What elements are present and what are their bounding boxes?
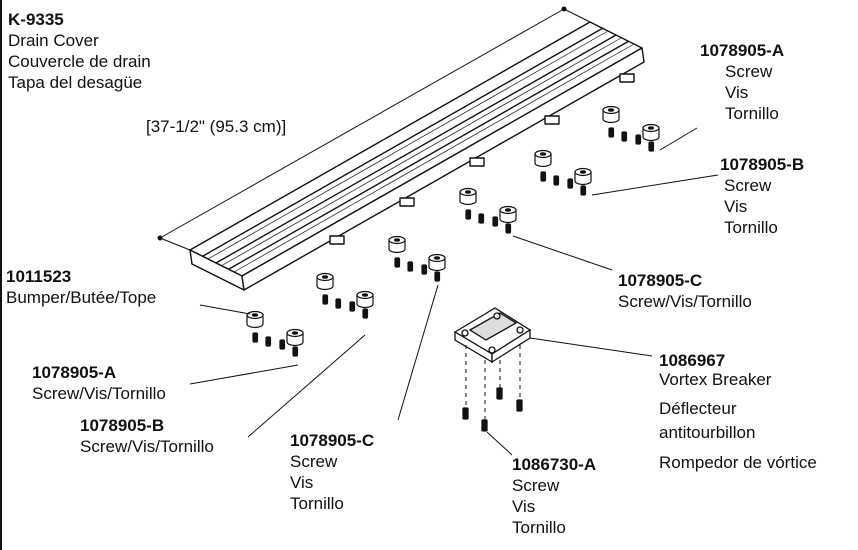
screw-vortex-callout: 1086730-A Screw Vis Tornillo: [512, 454, 596, 538]
screw-c-bottom-part: 1078905-C: [290, 431, 375, 450]
screw-vortex-es: Tornillo: [512, 518, 566, 537]
screw-vortex-en: Screw: [512, 476, 560, 495]
screw-icon: [580, 185, 587, 196]
drain-cover: [189, 21, 645, 291]
screw-icon: [553, 175, 560, 186]
screw-icon: [349, 301, 356, 312]
vortex-breaker-en: Vortex Breaker: [659, 370, 772, 389]
screw-vortex-fr: Vis: [512, 497, 536, 516]
bumper-icon: [246, 310, 264, 329]
screw-icon: [265, 336, 272, 347]
screw-icon: [394, 257, 401, 268]
left-border: [0, 0, 2, 550]
leader-lines: [189, 127, 719, 456]
screw-icon: [465, 209, 472, 220]
screw-icon: [252, 332, 259, 343]
screw-icon: [608, 127, 615, 138]
screw-b-top-fr: Vis: [724, 197, 748, 216]
screw-b-top-es: Tornillo: [724, 218, 778, 237]
bumper-part: 1011523: [6, 267, 72, 286]
screw-a-left-desc: Screw/Vis/Tornillo: [32, 384, 166, 403]
bumper-desc: Bumper/Butée/Tope: [6, 288, 157, 307]
bumper-icon: [602, 105, 620, 124]
hardware-group: [246, 105, 660, 357]
screw-icon: [322, 294, 329, 305]
drain-cover-callout: K-9335 Drain Cover Couvercle de drain Ta…: [8, 9, 151, 93]
screw-c-right-callout: 1078905-C Screw/Vis/Tornillo: [618, 270, 752, 312]
bumper-icon: [574, 167, 592, 186]
screw-icon: [292, 346, 299, 357]
bumper-icon: [428, 253, 446, 272]
dimension-line: [157, 6, 591, 251]
screw-a-left-part: 1078905-A: [32, 363, 117, 382]
drain-cover-part-number: K-9335: [8, 10, 64, 29]
vortex-breaker-fr-2: antitourbillon: [659, 423, 756, 442]
screw-icon: [421, 264, 428, 275]
screw-icon: [407, 261, 414, 272]
screw-c-bottom-fr: Vis: [290, 473, 314, 492]
bumper-callout: 1011523 Bumper/Butée/Tope: [6, 266, 156, 308]
screw-a-top-en: Screw: [725, 62, 773, 81]
screw-c-right-desc: Screw/Vis/Tornillo: [618, 292, 752, 311]
screw-icon: [635, 134, 642, 145]
vortex-breaker-part: 1086967: [659, 351, 726, 370]
screw-icon: [478, 213, 485, 224]
screw-c-bottom-en: Screw: [290, 452, 338, 471]
bumper-icon: [499, 205, 517, 224]
screw-b-left-callout: 1078905-B Screw/Vis/Tornillo: [80, 415, 214, 457]
vortex-breaker-callout: 1086967 Vortex Breaker Déflecteur antito…: [659, 351, 817, 475]
screw-a-top-fr: Vis: [725, 83, 749, 102]
screw-icon: [492, 216, 499, 227]
screw-icon: [540, 171, 547, 182]
screw-icon: [567, 178, 574, 189]
vortex-breaker-fr-1: Déflecteur: [659, 399, 737, 418]
vortex-breaker: [453, 307, 532, 432]
screw-icon: [362, 308, 369, 319]
screw-c-right-part: 1078905-C: [618, 271, 703, 290]
screw-b-top-en: Screw: [724, 176, 772, 195]
screw-b-top-callout: 1078905-B Screw Vis Tornillo: [720, 154, 804, 238]
bumper-icon: [534, 149, 552, 168]
screw-a-top-es: Tornillo: [725, 104, 779, 123]
screw-icon: [335, 298, 342, 309]
screw-c-bottom-callout: 1078905-C Screw Vis Tornillo: [290, 430, 374, 514]
screw-icon: [434, 271, 441, 282]
length-dimension: [37-1/2" (95.3 cm)]: [146, 117, 287, 136]
screw-icon: [621, 131, 628, 142]
screw-icon: [505, 223, 512, 234]
screw-a-top-callout: 1078905-A Screw Vis Tornillo: [700, 40, 784, 124]
bumper-icon: [388, 235, 406, 254]
bumper-icon: [459, 187, 477, 206]
bumper-icon: [356, 290, 374, 309]
screw-a-top-part: 1078905-A: [700, 41, 785, 60]
bumper-icon: [642, 123, 660, 142]
bumper-icon: [316, 272, 334, 291]
screw-b-top-part: 1078905-B: [720, 155, 805, 174]
drain-cover-name-en: Drain Cover: [8, 31, 99, 50]
bumper-icon: [286, 328, 304, 347]
drain-cover-name-es: Tapa del desagüe: [8, 73, 143, 92]
screw-b-left-part: 1078905-B: [80, 416, 165, 435]
screw-b-left-desc: Screw/Vis/Tornillo: [80, 437, 214, 456]
screw-icon: [279, 339, 286, 350]
vortex-breaker-es: Rompedor de vórtice: [659, 453, 817, 472]
screw-c-bottom-es: Tornillo: [290, 494, 344, 513]
screw-icon: [648, 141, 655, 152]
drain-cover-name-fr: Couvercle de drain: [8, 52, 151, 71]
screw-a-left-callout: 1078905-A Screw/Vis/Tornillo: [32, 362, 166, 404]
screw-vortex-part: 1086730-A: [512, 455, 597, 474]
